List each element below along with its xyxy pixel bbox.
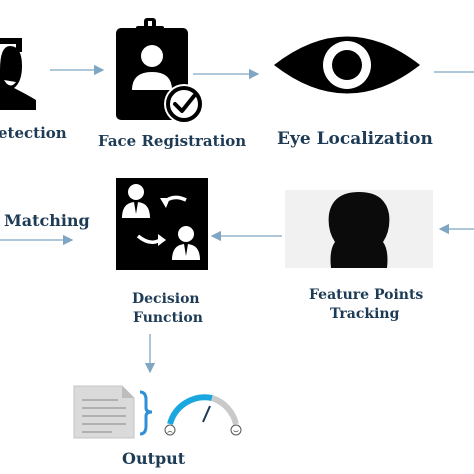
id-badge-check-icon: [112, 16, 208, 128]
head-silhouette-icon: [285, 190, 433, 268]
document-gauge-icon: [72, 384, 244, 442]
decision-label-line2: Function: [133, 310, 203, 326]
output-label: Output: [122, 449, 186, 468]
tracking-label-line2: Tracking: [330, 306, 400, 322]
face-detection-label: etection: [0, 124, 67, 142]
user-exchange-icon: [116, 178, 208, 270]
decision-label-line1: Decision: [132, 291, 200, 307]
face-scan-icon: [0, 30, 40, 114]
matching-label: Matching: [4, 211, 90, 230]
eye-icon: [272, 34, 422, 96]
tracking-label-line1: Feature Points: [309, 287, 424, 303]
eye-localization-label: Eye Localization: [277, 129, 433, 149]
face-registration-label: Face Registration: [98, 132, 247, 150]
